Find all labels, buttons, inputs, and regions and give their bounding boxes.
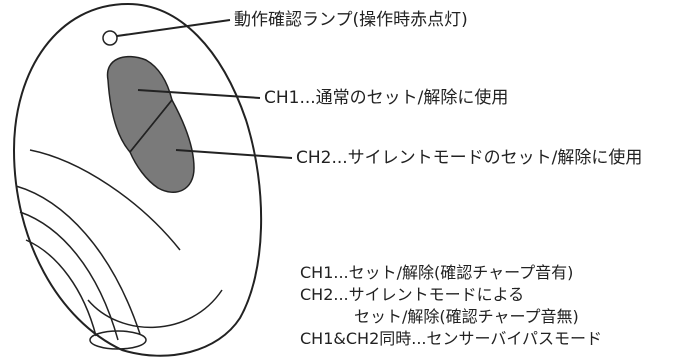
legend-line-ch1: CH1...セット/解除(確認チャープ音有) [300,263,574,282]
legend-block: CH1...セット/解除(確認チャープ音有) CH2...サイレントモードによる… [300,262,602,350]
button-divider [129,99,173,153]
ch1-callout-label: CH1...通常のセット/解除に使用 [264,88,509,108]
status-lamp [102,30,118,46]
legend-line-ch2: CH2...サイレントモードによる [300,285,525,304]
grip-curve-1 [15,185,141,335]
ch2-callout-label: CH2...サイレントモードのセット/解除に使用 [296,148,643,168]
lamp-leader-line [116,19,231,37]
legend-line-both: CH1&CH2同時...センサーバイパスモード [300,329,603,348]
grip-curve-2 [19,211,119,341]
legend-line-ch2-cont: セット/解除(確認チャープ音無) [354,307,579,326]
grip-curve-3 [25,239,97,337]
grip-curve-4 [29,149,181,251]
ch1-leader-line [137,89,261,99]
ch1-button[interactable] [106,55,173,154]
lamp-callout-label: 動作確認ランプ(操作時赤点灯) [234,10,468,30]
ch2-leader-line [175,149,293,159]
ch2-button[interactable] [129,98,195,193]
remote-body-outline [12,2,263,357]
keyring-hole [89,330,147,350]
remote-bottom-rim [87,289,223,328]
